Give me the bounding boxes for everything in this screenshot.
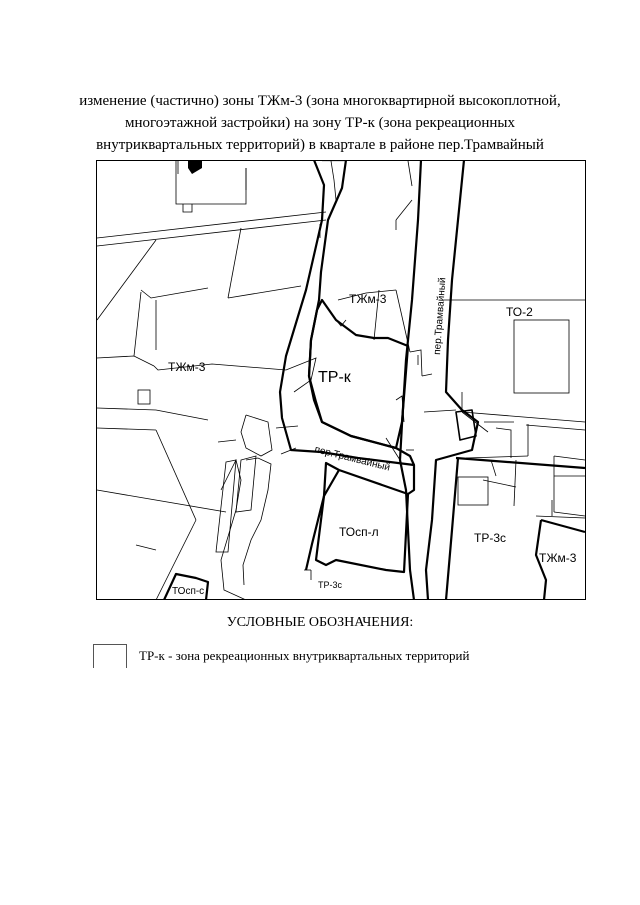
label-tzhm3-left: ТЖм-3 (168, 360, 206, 374)
map-title: изменение (частично) зоны ТЖм-3 (зона мн… (60, 90, 580, 156)
title-line-1: изменение (частично) зоны ТЖм-3 (зона мн… (79, 93, 561, 109)
tosp-l-block (314, 469, 410, 574)
street-edge-right (424, 160, 480, 600)
zone-boundaries (163, 160, 586, 600)
trk-zone (307, 298, 410, 450)
legend-swatch-trk (93, 644, 127, 668)
title-line-3: внутриквартальных территорий) в квартале… (96, 137, 544, 153)
label-tr3s-right: ТР-3с (474, 531, 506, 545)
label-street-vertical: пер.Трамвайный (432, 277, 448, 355)
label-tzhm3-center: ТЖм-3 (349, 292, 387, 306)
tzhm3-right-block (455, 456, 586, 600)
legend-heading: УСЛОВНЫЕ ОБОЗНАЧЕНИЯ: (226, 615, 414, 630)
zoning-map: ТЖм-3 ТО-2 ТЖм-3 ТР-к пер.Трамвайный пер… (96, 160, 586, 600)
road-edge-left (278, 160, 416, 571)
label-tzhm3-right: ТЖм-3 (539, 551, 577, 565)
parcel-lines (96, 160, 586, 600)
legend-text-trk: ТР-к - зона рекреационных внутрикварталь… (139, 648, 470, 663)
black-corner-fill (188, 160, 202, 174)
label-trk: ТР-к (318, 369, 352, 386)
label-tosp-s: ТОсп-с (172, 586, 204, 597)
title-line-2: многоэтажной застройки) на зону ТР-к (зо… (124, 115, 516, 131)
tosp-s-block (163, 572, 210, 600)
label-to2: ТО-2 (506, 305, 533, 319)
label-tr3s-bottom: ТР-3с (318, 580, 343, 590)
map-frame (96, 160, 586, 600)
label-tosp-l: ТОсп-л (339, 525, 379, 539)
legend-item-trk: ТР-к - зона рекреационных внутрикварталь… (93, 644, 469, 668)
